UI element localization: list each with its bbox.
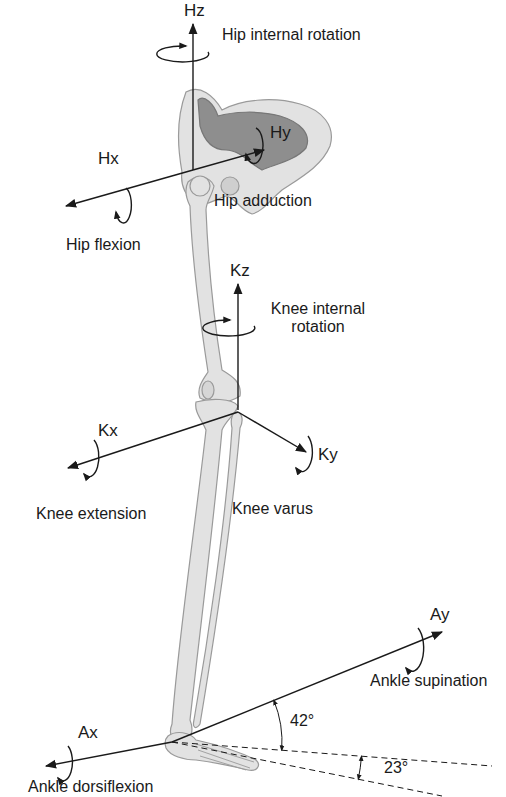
- axis-label: Ky: [318, 446, 338, 464]
- axis-label: Hx: [98, 150, 119, 168]
- axis-label: Ay: [430, 606, 450, 624]
- motion-label: Hip internal rotation: [222, 26, 361, 44]
- axis-label: Kz: [230, 262, 250, 280]
- axis-label: Hz: [184, 2, 205, 20]
- motion-label: Knee extension: [36, 505, 146, 523]
- axis-label: Kx: [98, 422, 118, 440]
- angle-label: 42°: [290, 712, 314, 730]
- rotation-axes: [46, 24, 492, 796]
- motion-label: Ankle supination: [370, 672, 487, 690]
- motion-label: Hip adduction: [214, 192, 312, 210]
- motion-label: Knee internal rotation: [262, 300, 374, 336]
- motion-label: Hip flexion: [66, 236, 141, 254]
- angle-label: 23°: [384, 759, 408, 777]
- motion-label: Ankle dorsiflexion: [28, 778, 153, 796]
- motion-label: Knee varus: [232, 500, 313, 518]
- axis-label: Hy: [270, 124, 291, 142]
- axis-label: Ax: [78, 724, 98, 742]
- bones: [165, 89, 331, 770]
